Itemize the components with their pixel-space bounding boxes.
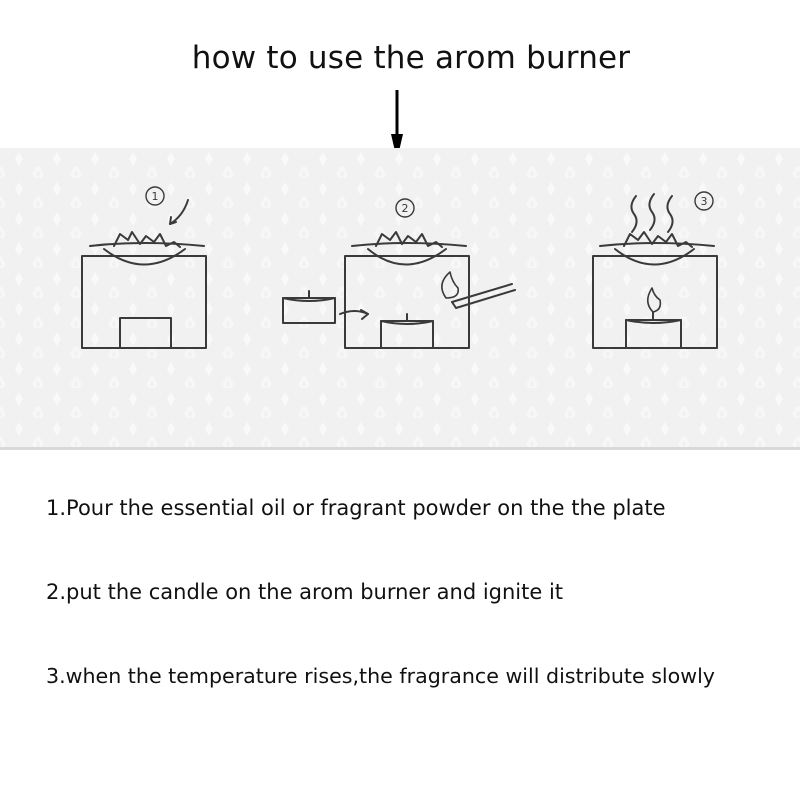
step-3-text: 3.when the temperature rises,the fragran… xyxy=(46,664,715,688)
flame-icon xyxy=(646,287,662,313)
match-icon xyxy=(451,283,516,309)
step-1-text: 1.Pour the essential oil or fragrant pow… xyxy=(46,496,666,520)
steam-icon xyxy=(666,195,674,233)
tealight-candle-icon xyxy=(625,319,682,349)
background-pattern xyxy=(0,148,800,447)
burner-opening xyxy=(119,317,172,349)
arrow-down-icon xyxy=(391,90,403,160)
steam-icon xyxy=(630,195,638,233)
step-2-number: 2 xyxy=(402,202,409,215)
illustration-panel: 1 2 3 xyxy=(0,148,800,450)
step-2-illustration xyxy=(282,198,516,349)
step-1-marker xyxy=(145,186,165,206)
pour-arrow-icon xyxy=(169,199,189,225)
flame-icon xyxy=(441,271,460,299)
tealight-candle-icon xyxy=(380,320,434,349)
burner-icon xyxy=(344,255,470,349)
step-2-marker xyxy=(395,198,415,218)
burner-steps-illustration: 1 2 3 xyxy=(81,186,718,349)
step-2-text: 2.put the candle on the arom burner and … xyxy=(46,580,564,604)
step-3-illustration xyxy=(592,191,718,349)
burner-icon xyxy=(592,255,718,349)
steam-icon xyxy=(648,193,656,231)
step-1-illustration xyxy=(81,186,207,349)
page-title: how to use the arom burner xyxy=(191,40,631,76)
step-3-marker xyxy=(694,191,714,211)
step-1-number: 1 xyxy=(152,190,159,203)
step-3-number: 3 xyxy=(701,195,708,208)
burner-icon xyxy=(81,255,207,349)
